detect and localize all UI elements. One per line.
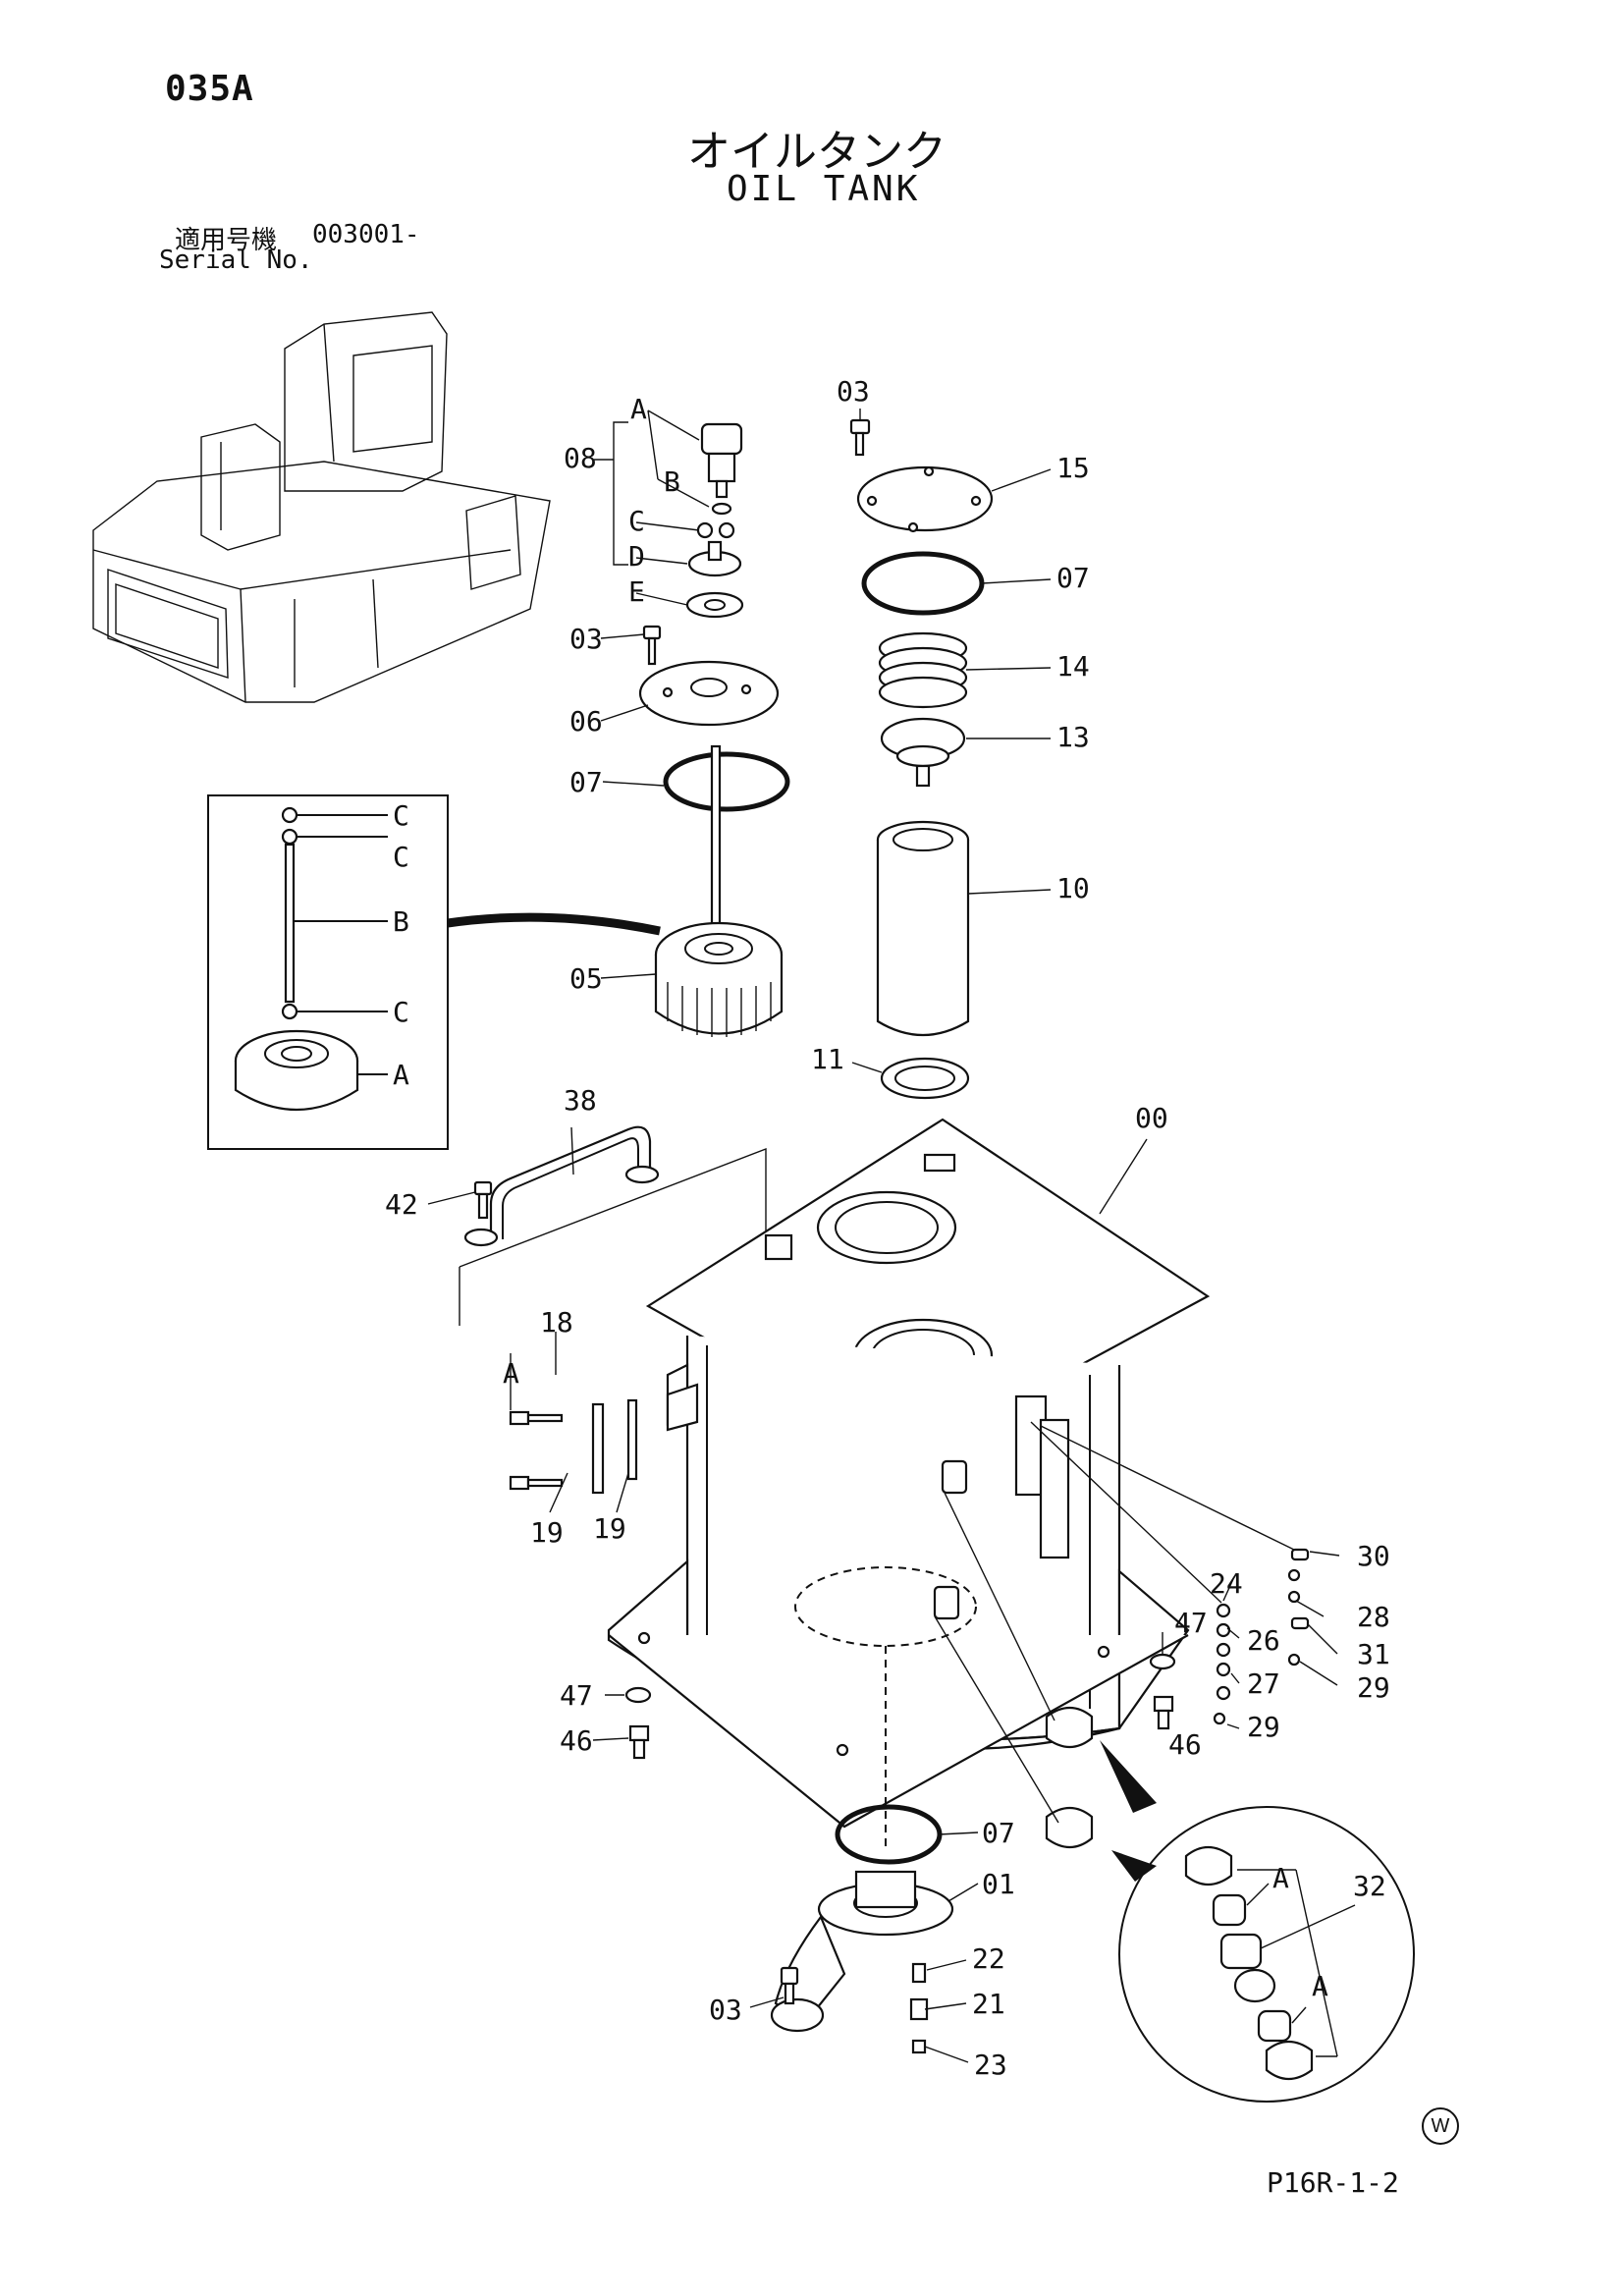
detail-callout-C2: C — [393, 841, 409, 873]
callout-28: 28 — [1357, 1601, 1390, 1633]
callout-05: 05 — [569, 962, 603, 995]
callout-29-lower: 29 — [1247, 1711, 1280, 1743]
callout-15: 15 — [1056, 452, 1090, 484]
excavator-location-sketch — [92, 311, 551, 703]
circle-callout-A-lower: A — [1312, 1970, 1328, 2002]
callout-26: 26 — [1247, 1624, 1280, 1657]
callout-08-D: D — [628, 540, 645, 573]
callout-31: 31 — [1357, 1638, 1390, 1670]
callout-22: 22 — [972, 1942, 1005, 1975]
callout-30: 30 — [1357, 1540, 1390, 1572]
callout-06: 06 — [569, 705, 603, 738]
serial-label-japanese: 適用号機 — [175, 226, 278, 255]
callout-19-right: 19 — [593, 1512, 626, 1545]
callout-29-right: 29 — [1357, 1671, 1390, 1704]
callout-07-top: 07 — [1056, 562, 1090, 594]
callout-07-mid: 07 — [569, 766, 603, 798]
detail-callout-C1: C — [393, 799, 409, 832]
filter-column — [849, 418, 994, 1100]
callout-11: 11 — [811, 1043, 844, 1075]
hardware-fittings — [509, 1383, 1310, 1849]
callout-03-bottom: 03 — [709, 1994, 742, 2026]
callout-08-C: C — [628, 505, 645, 537]
callout-03-mid: 03 — [569, 623, 603, 655]
circle-callout-A-upper: A — [1272, 1862, 1289, 1894]
detail-callout-B: B — [393, 905, 409, 938]
callout-08-A: A — [630, 393, 647, 425]
title-japanese: オイルタンク — [687, 127, 947, 177]
callout-19-left: 19 — [530, 1516, 564, 1549]
callout-38: 38 — [564, 1084, 597, 1117]
callout-24: 24 — [1210, 1567, 1243, 1600]
callout-18: 18 — [540, 1306, 573, 1339]
page-code: 035A — [165, 69, 254, 109]
callout-23: 23 — [974, 2049, 1007, 2081]
callout-07-bottom: 07 — [982, 1817, 1015, 1849]
callout-00: 00 — [1135, 1102, 1168, 1134]
callout-01: 01 — [982, 1868, 1015, 1900]
drawing-reference: P16R-1-2 — [1267, 2166, 1399, 2199]
strainer-column — [638, 422, 790, 1037]
circle-callout-32: 32 — [1353, 1870, 1386, 1902]
detail-link-arrow — [447, 912, 661, 936]
callout-14: 14 — [1056, 650, 1090, 683]
suction-assembly — [770, 1804, 954, 2054]
callout-08-E: E — [628, 575, 645, 608]
oil-tank-body — [607, 1118, 1211, 1846]
detail-callout-C3: C — [393, 996, 409, 1028]
detail-circle-clamps — [1100, 1740, 1415, 2103]
handle-assembly — [459, 1125, 767, 1326]
callout-42: 42 — [385, 1188, 418, 1221]
callout-47-right: 47 — [1174, 1607, 1208, 1639]
callout-46-right: 46 — [1168, 1728, 1202, 1761]
callout-labels: 03 15 07 14 13 10 11 00 08 A B C D E 03 … — [385, 375, 1390, 2081]
callout-27: 27 — [1247, 1667, 1280, 1700]
callout-08: 08 — [564, 442, 597, 474]
callout-03-top: 03 — [837, 375, 870, 408]
serial-value: 003001- — [312, 220, 420, 249]
callout-46-left: 46 — [560, 1724, 593, 1757]
callout-leaders — [427, 409, 1356, 2063]
callout-13: 13 — [1056, 721, 1090, 753]
detail-box-strainer-assembly — [207, 794, 449, 1150]
callout-18-A: A — [503, 1357, 519, 1390]
title-english: OIL TANK — [727, 169, 921, 209]
callout-21: 21 — [972, 1988, 1005, 2020]
callout-08-B: B — [664, 465, 680, 498]
serial-label-english: Serial No. — [159, 246, 313, 275]
detail-callout-A: A — [393, 1059, 409, 1091]
callout-10: 10 — [1056, 872, 1090, 904]
callout-47-left: 47 — [560, 1679, 593, 1712]
watermark-circle-icon: W — [1422, 2107, 1459, 2145]
